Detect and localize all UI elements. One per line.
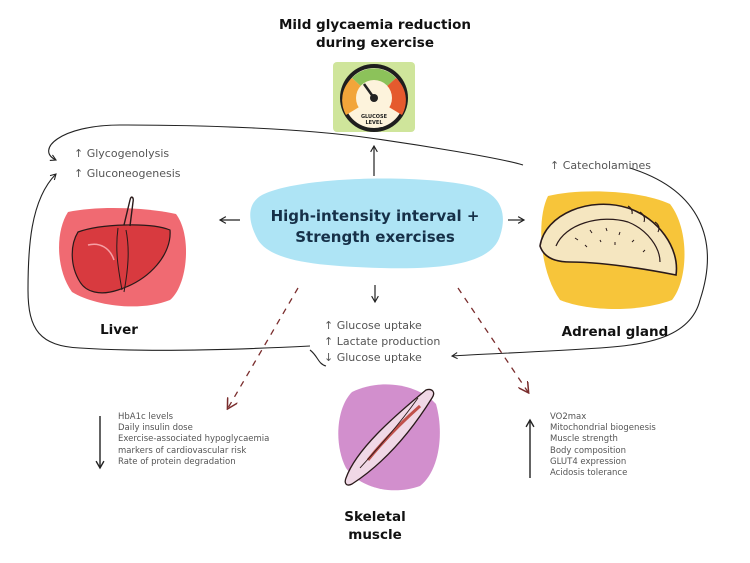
list-item: Exercise-associated hypoglycaemia — [118, 434, 270, 445]
adrenal-effect-catecholamines: ↑ Catecholamines — [550, 159, 652, 172]
list-item: markers of cardiovascular risk — [118, 445, 247, 456]
list-item: GLUT4 expression — [550, 456, 627, 467]
muscle-effects: ↑ Glucose uptake ↑ Lactate production ↓ … — [324, 318, 440, 366]
muscle-icon — [338, 384, 440, 491]
list-item: Mitochondrial biogenesis — [550, 423, 656, 434]
muscle-effect-glucose-uptake-up: ↑ Glucose uptake — [324, 319, 422, 332]
muscle-effect-lactate: ↑ Lactate production — [324, 335, 441, 348]
center-label-line1: High-intensity interval + — [270, 207, 480, 225]
list-item: Rate of protein degradation — [118, 456, 236, 467]
gauge-label: GLUCOSE LEVEL — [354, 114, 394, 126]
top-title-line1: Mild glycaemia reduction — [279, 17, 471, 33]
top-title-line2: during exercise — [315, 35, 435, 51]
adrenal-label: Adrenal gland — [561, 324, 669, 340]
center-label: High-intensity interval + Strength exerc… — [240, 206, 510, 248]
center-label-line2: Strength exercises — [295, 228, 455, 246]
list-item: HbA1c levels — [118, 412, 174, 422]
list-item: Daily insulin dose — [118, 423, 193, 434]
decreased-outcomes-list: HbA1c levels Daily insulin dose Exercise… — [118, 412, 269, 468]
muscle-label-line2: muscle — [348, 527, 402, 543]
liver-effect-glycogenolysis: ↑ Glycogenolysis — [74, 147, 170, 160]
list-item: Acidosis tolerance — [550, 468, 628, 479]
muscle-effect-glucose-uptake-down: ↓ Glucose uptake — [324, 351, 422, 364]
list-item: Muscle strength — [550, 434, 618, 445]
gauge-label-line1: GLUCOSE — [360, 114, 388, 120]
muscle-label-line1: Skeletal — [344, 509, 406, 525]
gauge-label-line2: LEVEL — [365, 120, 383, 126]
liver-icon — [59, 196, 187, 307]
liver-effect-gluconeogenesis: ↑ Gluconeogenesis — [74, 167, 181, 180]
list-item: Body composition — [550, 445, 626, 456]
liver-label: Liver — [100, 322, 138, 338]
feedback-loop-line — [48, 124, 524, 166]
liver-effects: ↑ Glycogenolysis ↑ Gluconeogenesis — [74, 144, 181, 184]
top-title: Mild glycaemia reduction during exercise — [240, 16, 510, 52]
list-item: VO2max — [550, 412, 587, 422]
glucose-gauge-icon — [333, 62, 415, 132]
center-blob — [250, 178, 503, 269]
increased-outcomes-list: VO2max Mitochondrial biogenesis Muscle s… — [550, 412, 656, 479]
adrenal-gland-icon — [539, 191, 685, 309]
muscle-label: Skeletal muscle — [330, 508, 420, 544]
